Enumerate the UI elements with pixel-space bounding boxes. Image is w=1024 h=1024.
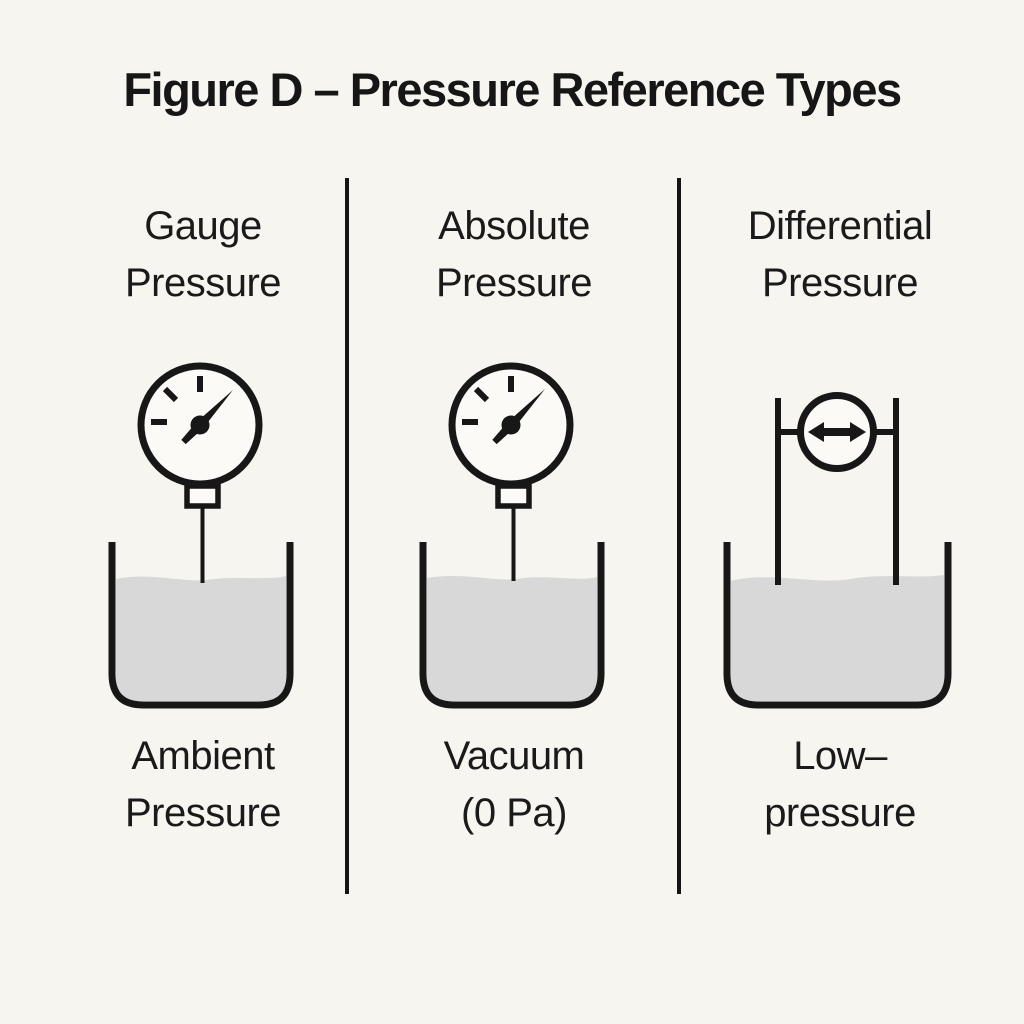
gauge-stem-fitting — [184, 483, 221, 509]
vessel-outline — [723, 542, 952, 709]
column-header-line: Pressure — [435, 261, 593, 305]
liquid-fill — [731, 575, 944, 701]
column-header-line: Pressure — [761, 261, 919, 305]
vessel-label-line: pressure — [764, 791, 916, 835]
column-divider-left — [345, 178, 349, 894]
vessel-label-line: Low– — [793, 734, 887, 778]
vessel-label-line: Pressure — [124, 791, 282, 835]
figure-title: Figure D – Pressure Reference Types — [123, 63, 902, 116]
column-header-absolute-pressure: Absolute Pressure — [366, 198, 662, 312]
double-arrow-head-right — [850, 422, 866, 442]
pressure-gauge-icon — [448, 362, 574, 488]
vessel-label-vacuum: Vacuum (0 Pa) — [366, 728, 662, 842]
liquid-fill — [427, 576, 597, 701]
differential-pressure-illustration — [723, 392, 952, 709]
vessel-label-line: Ambient — [131, 734, 275, 778]
liquid-fill — [116, 576, 286, 701]
vessel-label-low-pressure: Low– pressure — [688, 728, 992, 842]
gauge-pressure-illustration — [108, 362, 294, 709]
column-header-gauge-pressure: Gauge Pressure — [33, 198, 373, 312]
column-divider-right — [677, 178, 681, 894]
gauge-tick — [473, 386, 490, 403]
vessel-label-line: Vacuum — [443, 734, 585, 778]
vessel-label-line: (0 Pa) — [461, 791, 567, 835]
column-header-differential-pressure: Differential Pressure — [688, 198, 992, 312]
differential-flow-arrow-icon — [778, 392, 896, 472]
gauge-needle-hub — [501, 415, 521, 435]
vessel-label-ambient-pressure: Ambient Pressure — [33, 728, 373, 842]
gauge-stem-fitting — [495, 483, 532, 509]
column-header-line: Pressure — [124, 261, 282, 305]
double-arrow-head-left — [808, 422, 824, 442]
pressure-gauge-icon — [137, 362, 263, 488]
column-header-line: Gauge — [144, 204, 262, 248]
column-header-line: Absolute — [438, 204, 590, 248]
column-header-line: Differential — [747, 204, 933, 248]
gauge-tick — [162, 386, 179, 403]
vessel-outline — [419, 542, 605, 709]
gauge-needle-hub — [190, 415, 210, 435]
vessel-outline — [108, 542, 294, 709]
absolute-pressure-illustration — [419, 362, 605, 709]
